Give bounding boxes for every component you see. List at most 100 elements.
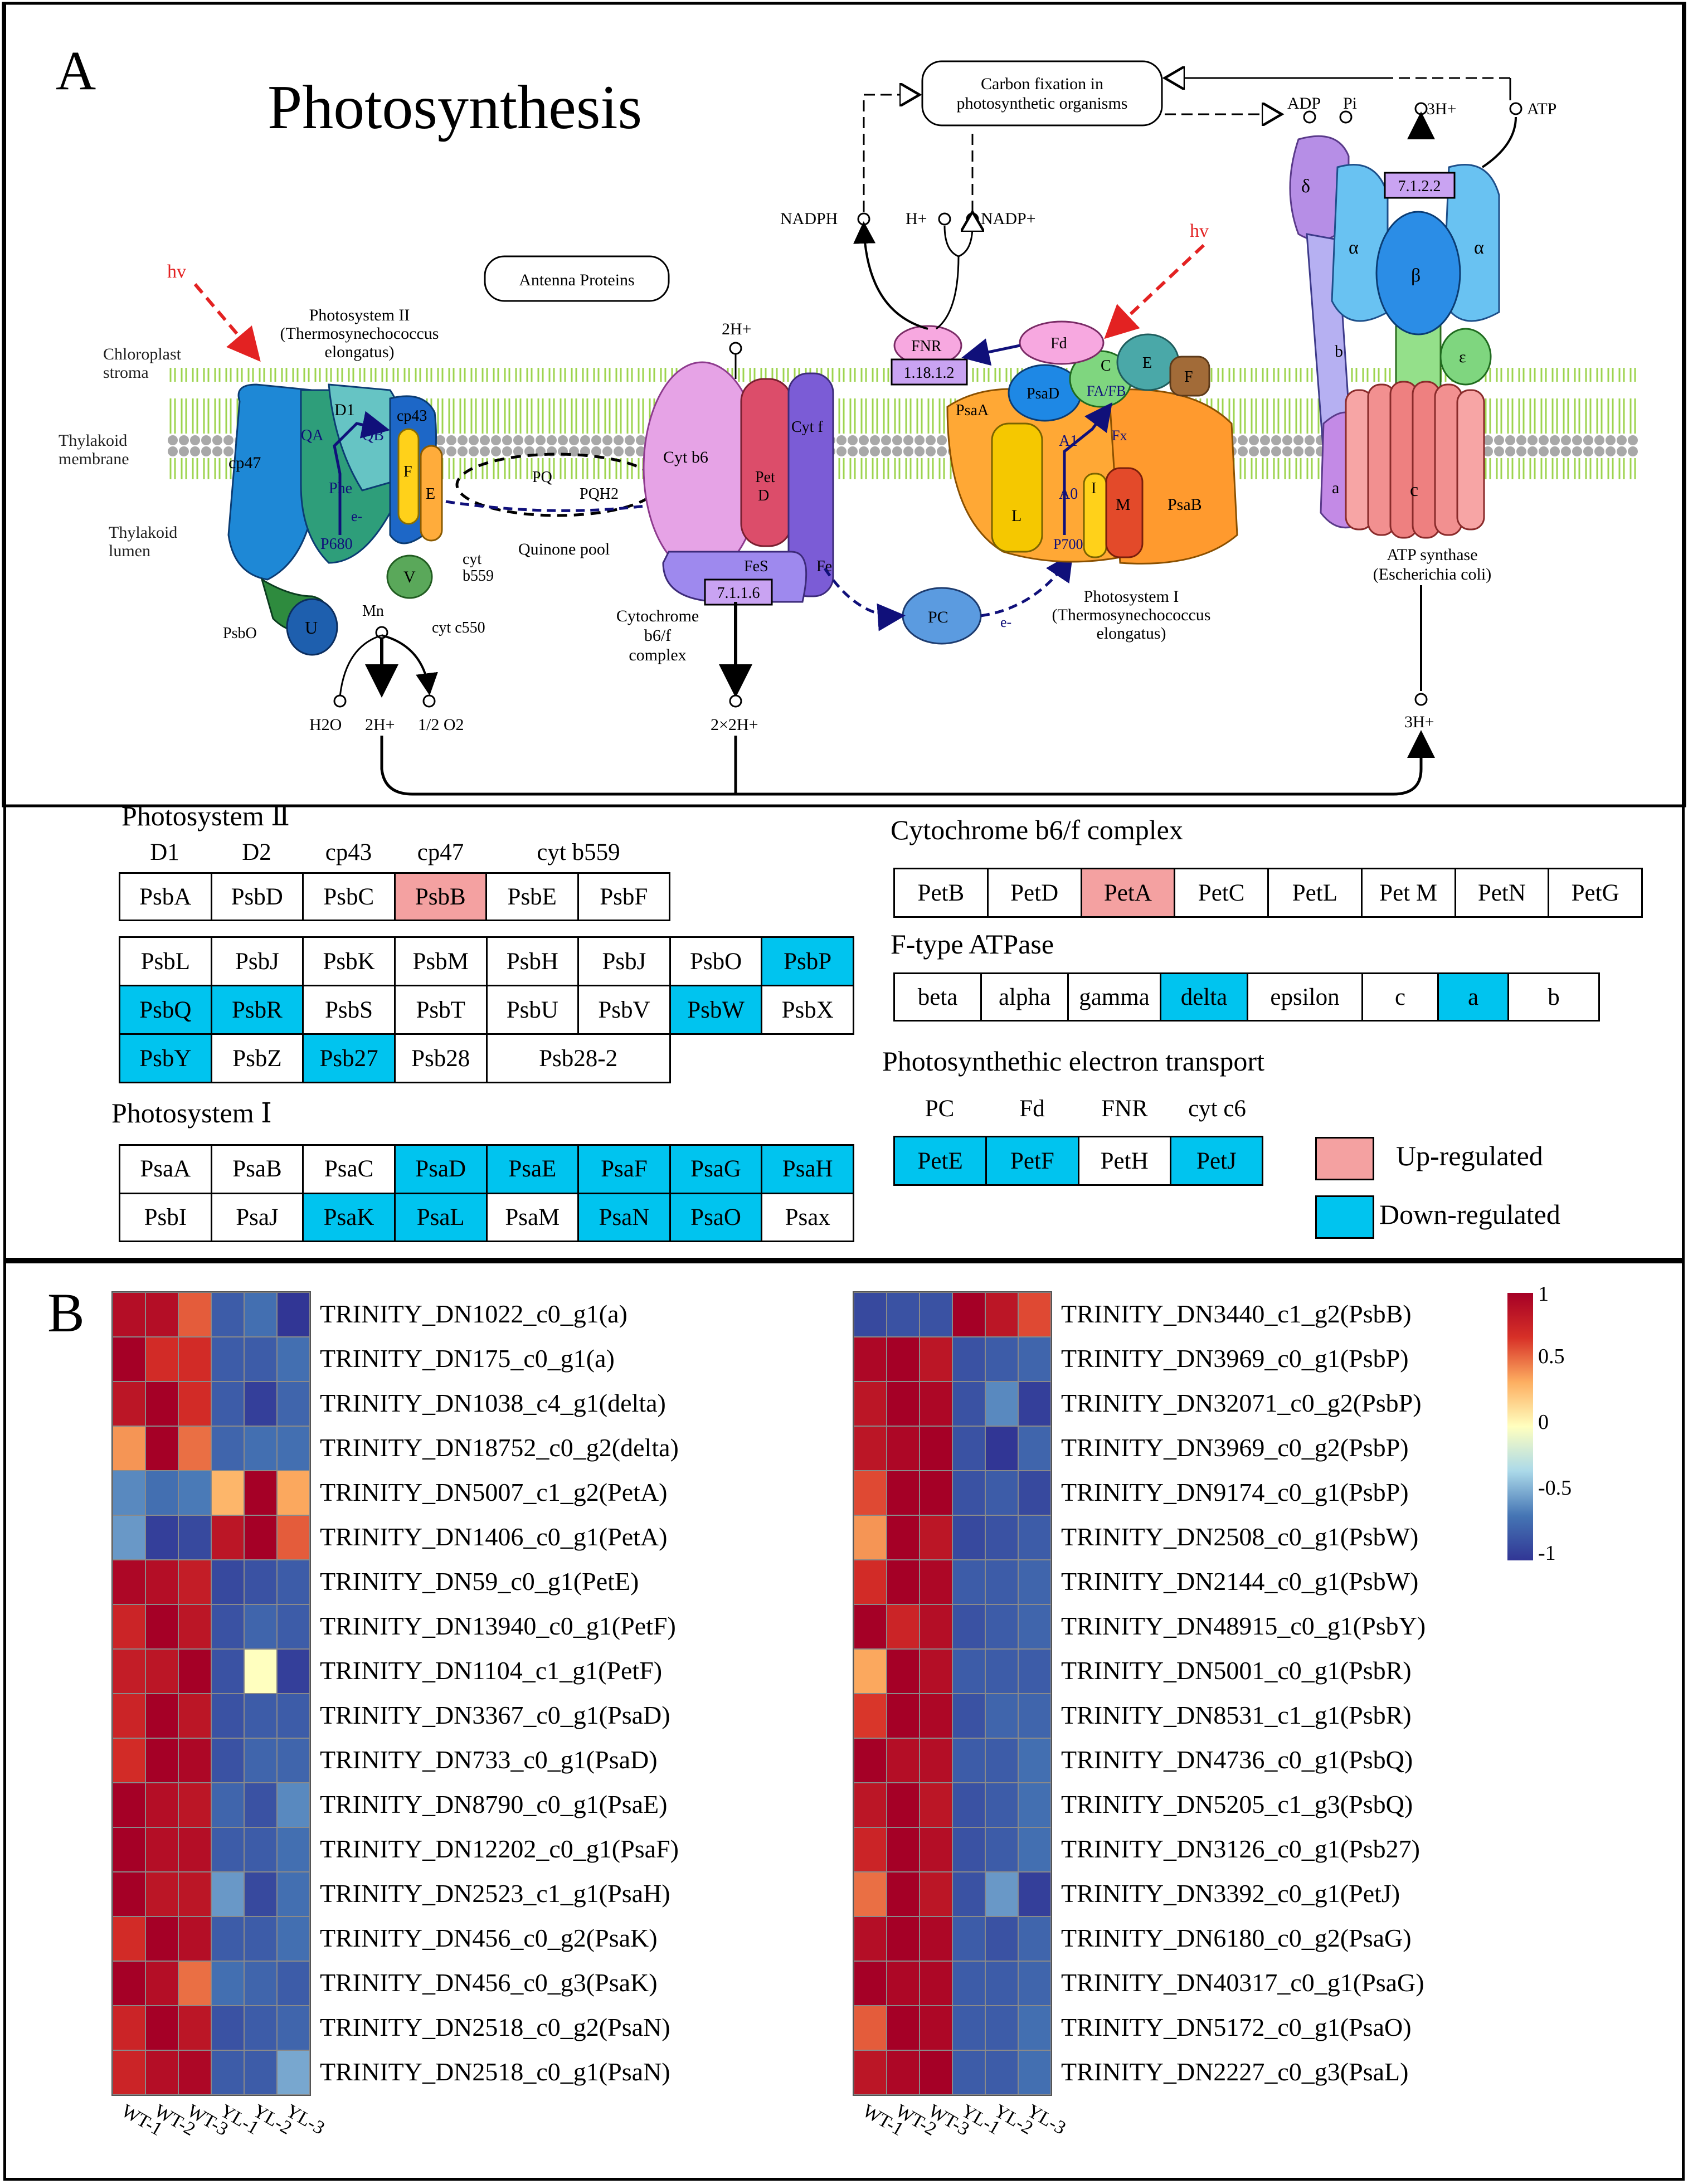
- gene-cell: PsbX: [761, 985, 854, 1035]
- psab-text: PsaB: [1168, 495, 1202, 514]
- ps2-other-table: PsbL PsbJ PsbK PsbM PsbH PsbJ PsbO PsbP …: [119, 936, 854, 1083]
- photosystem-ii: cp47 D1 cp43 QA QB Phe P680 e- F E V U P…: [223, 383, 494, 656]
- gene-label: TRINITY_DN5001_c0_g1(PsbR): [1061, 1656, 1412, 1685]
- heatmap-cell: [887, 1604, 920, 1649]
- heatmap-cell: [887, 1738, 920, 1783]
- heatmap-cell: [1018, 1649, 1051, 1694]
- gene-cell: PsbP: [761, 936, 854, 986]
- heatmap-cell: [145, 1604, 178, 1649]
- heatmap-cell: [277, 1694, 310, 1738]
- heatmap-cell: [887, 1560, 920, 1604]
- heatmap-cell: [244, 1382, 277, 1426]
- heatmap-cell: [277, 1738, 310, 1783]
- heatmap-cell: [920, 1337, 952, 1382]
- heatmap-cell: [952, 1649, 985, 1694]
- heatmap-cell: [244, 2006, 277, 2050]
- f-subunit: [397, 428, 420, 525]
- heatmap-cell: [244, 1694, 277, 1738]
- heatmap-cell: [244, 1560, 277, 1604]
- pc-to-ps1-path: [980, 552, 1073, 617]
- heatmap-cell: [1018, 1337, 1051, 1382]
- ps2-header-cytb559: cyt b559: [537, 839, 620, 865]
- heatmap-cell: [145, 1917, 178, 1961]
- gene-cell: PsaJ: [210, 1192, 304, 1242]
- atpase-table: beta alpha gamma delta epsilon c a b: [893, 972, 1600, 1022]
- ps2-core-table: PsbA PsbD PsbC PsbB PsbE PsbF: [119, 872, 670, 921]
- heatmap-cell: [952, 1337, 985, 1382]
- gene-cell: PsbJ: [577, 936, 671, 986]
- h-plus-text: H+: [906, 210, 927, 228]
- f2-subunit: [1169, 356, 1210, 397]
- heatmap-cell: [952, 1783, 985, 1827]
- gene-cell: PsaE: [485, 1144, 580, 1194]
- heatmap-cell: [211, 1337, 244, 1382]
- gene-cell: Psb28-2: [485, 1033, 671, 1083]
- mn-text: Mn: [362, 602, 384, 620]
- gene-label: TRINITY_DN5007_c1_g2(PetA): [320, 1478, 668, 1506]
- heatmap-cell: [113, 1961, 145, 2006]
- heatmap-cell: [985, 1961, 1018, 2006]
- heatmap-cell: [113, 1649, 145, 1694]
- atp-text: ATP: [1527, 100, 1556, 118]
- cytc550-text: cyt c550: [432, 619, 485, 636]
- photosystem-i: PsaA PsaD FA/FB C E F Fx A1 A0 P700 L I …: [946, 333, 1238, 643]
- panel-a-title: Photosynthesis: [267, 73, 642, 142]
- heatmap-cell: [178, 1649, 211, 1694]
- ec-7122-box: [1384, 172, 1456, 199]
- pc-text: PC: [928, 608, 948, 626]
- heatmap-cell: [244, 1872, 277, 1917]
- heatmap-cell: [277, 1961, 310, 2006]
- heatmap-cell: [854, 1604, 887, 1649]
- heatmap-cell: [145, 1292, 178, 1337]
- heatmap-cell: [244, 1604, 277, 1649]
- ec-7116-text: 7.1.1.6: [717, 585, 760, 602]
- heatmap-cell: [920, 1961, 952, 2006]
- gene-cell: PsbI: [119, 1192, 212, 1242]
- alpha1-text: α: [1349, 237, 1359, 258]
- heatmap-cell: [145, 1827, 178, 1872]
- v-subunit: [386, 554, 433, 599]
- gene-cell: PsbK: [302, 936, 396, 986]
- heatmap-cell: [113, 1560, 145, 1604]
- gene-cell: PsbU: [485, 985, 580, 1035]
- heatmap-cell: [244, 1426, 277, 1471]
- heatmap-cell: [244, 1471, 277, 1515]
- heatmap-cell: [277, 1917, 310, 1961]
- gene-cell: PetN: [1454, 868, 1550, 918]
- qa-text: QA: [301, 427, 324, 444]
- heatmap-cell: [985, 1872, 1018, 1917]
- heatmap-cell: [145, 1515, 178, 1560]
- heatmap-cell: [277, 1783, 310, 1827]
- gene-cell: PetC: [1174, 868, 1269, 918]
- gene-cell: PsaF: [577, 1144, 671, 1194]
- heatmap-cell: [1018, 2050, 1051, 2095]
- gene-label: TRINITY_DN2518_c0_g2(PsaN): [320, 2013, 670, 2041]
- antenna-proteins-text: Antenna Proteins: [519, 271, 634, 289]
- legend-down-swatch: [1315, 1195, 1374, 1239]
- heatmap-cell: [178, 1917, 211, 1961]
- fx-text: Fx: [1112, 427, 1127, 444]
- panel-b-label: B: [47, 1282, 85, 1344]
- heatmap-cell: [920, 1649, 952, 1694]
- gene-cell: PsaH: [761, 1144, 854, 1194]
- fe-text: Fe: [816, 558, 832, 575]
- gene-cell: Psb27: [302, 1033, 396, 1083]
- heatmap-cell: [244, 1783, 277, 1827]
- gene-cell: PsaG: [669, 1144, 763, 1194]
- pet-section-title: Photosynthethic electron transport: [882, 1045, 1264, 1077]
- heatmap-cell: [920, 1738, 952, 1783]
- c-ring: [1345, 381, 1485, 539]
- heatmap-cell: [277, 1382, 310, 1426]
- psad-text: PsaD: [1027, 385, 1059, 402]
- gene-label: TRINITY_DN13940_c0_g1(PetF): [320, 1612, 676, 1640]
- nadph-text: NADPH: [780, 210, 838, 228]
- heatmap-cell: [178, 1337, 211, 1382]
- gene-label: TRINITY_DN3367_c0_g1(PsaD): [320, 1701, 670, 1729]
- heatmap-cell: [1018, 1515, 1051, 1560]
- gene-cell: PsbT: [393, 985, 488, 1035]
- heatmap-cell: [211, 1560, 244, 1604]
- panel-b-frame: [3, 1261, 1685, 2181]
- gene-cell: delta: [1160, 972, 1248, 1022]
- c2-text: c: [1410, 480, 1418, 500]
- heatmap-cell: [145, 1783, 178, 1827]
